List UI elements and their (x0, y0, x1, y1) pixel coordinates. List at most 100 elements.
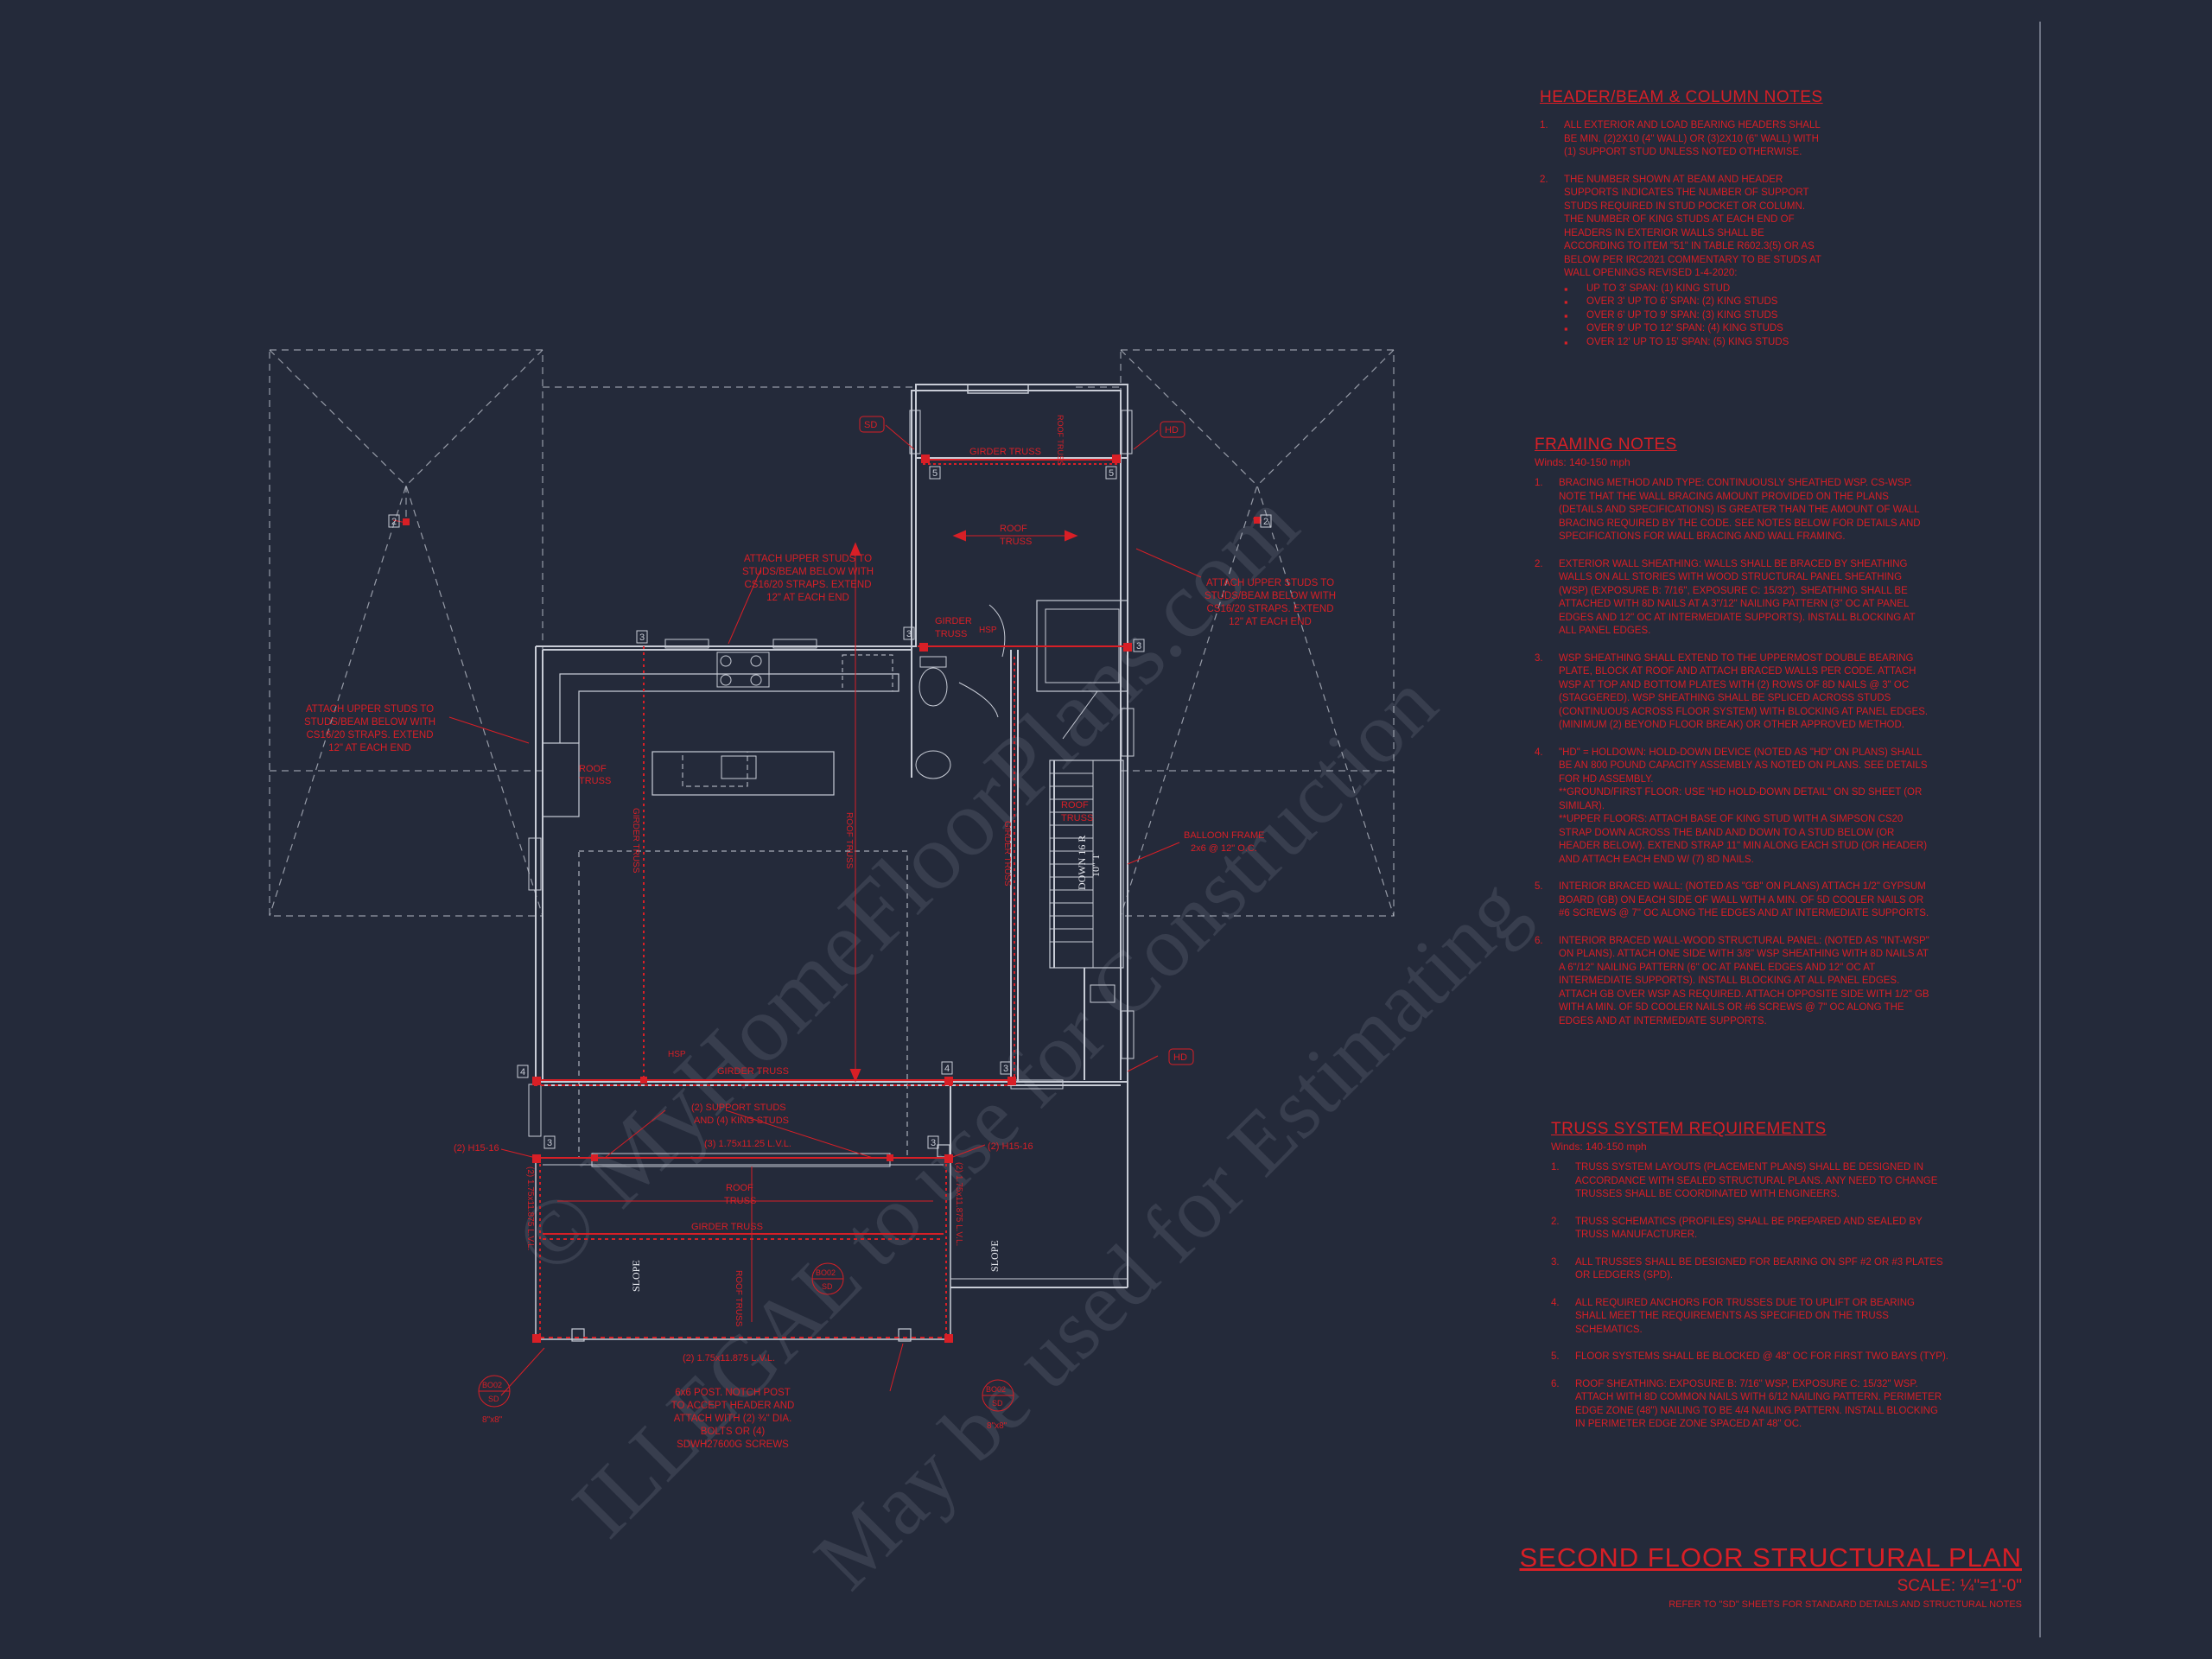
item-text: **GROUND/FIRST FLOOR: USE "HD HOLD-DOWN … (1559, 787, 1923, 811)
tag-3b: 3 (1136, 641, 1141, 652)
roof-outline (269, 349, 1395, 917)
framing-notes-list: 1. BRACING METHOD AND TYPE: CONTINUOUSLY … (1535, 477, 1932, 1028)
label-hsp-a: HSP (979, 626, 997, 635)
framing-item-3: 3. WSP SHEATHING SHALL EXTEND TO THE UPPE… (1535, 652, 1932, 733)
label-lvl-top: (3) 1.75x11.25 L.V.L. (704, 1139, 791, 1149)
plan-labels: GIRDER TRUSS ROOF TRUSS ROOF TRUSS GIRDE… (454, 415, 1265, 1431)
callout-post-line5: SDWH27600G SCREWS (677, 1440, 789, 1450)
bullet-5: OVER 12' UP TO 15' SPAN: (5) KING STUDS (1564, 336, 1825, 350)
label-roof-b: ROOF (579, 764, 607, 774)
callout-right-line1: ATTACH UPPER STUDS TO (1206, 578, 1334, 588)
label-roof-a: ROOF (1000, 524, 1027, 534)
item-text: FLOOR SYSTEMS SHALL BE BLOCKED @ 48" OC … (1575, 1351, 1948, 1362)
support-markers (403, 454, 1261, 1343)
label-girder-truss-top: GIRDER TRUSS (969, 447, 1041, 457)
header-beam-notes: HEADER/BEAM & COLUMN NOTES 1.ALL EXTERIO… (1540, 88, 1825, 349)
bullet-1: UP TO 3' SPAN: (1) KING STUD (1564, 283, 1825, 296)
callout-mid-line3: CS16/20 STRAPS. EXTEND (745, 580, 872, 590)
framing-item-1: 1. BRACING METHOD AND TYPE: CONTINUOUSLY … (1535, 477, 1932, 544)
callout-post-line1: 6x6 POST. NOTCH POST (675, 1388, 791, 1398)
framing-item-4a: **GROUND/FIRST FLOOR: USE "HD HOLD-DOWN … (1535, 786, 1932, 813)
label-girder-a: GIRDER (935, 616, 972, 626)
item-text: ALL EXTERIOR AND LOAD BEARING HEADERS SH… (1564, 120, 1821, 157)
tag-3f: 3 (931, 1138, 936, 1148)
label-truss-a: TRUSS (1000, 537, 1032, 547)
item-text: INTERIOR BRACED WALL: (NOTED AS "GB" ON … (1559, 881, 1929, 918)
label-girder-truss-right: GIRDER TRUSS (1002, 821, 1012, 887)
truss-item-2: 2. TRUSS SCHEMATICS (PROFILES) SHALL BE P… (1551, 1216, 1948, 1243)
item-text: TRUSS SYSTEM LAYOUTS (PLACEMENT PLANS) S… (1575, 1162, 1938, 1199)
label-slope-right: SLOPE (988, 1240, 1001, 1272)
header-beam-item-2: 2.THE NUMBER SHOWN AT BEAM AND HEADER SU… (1540, 174, 1825, 350)
label-truss-b: TRUSS (935, 629, 967, 639)
label-roof-truss-mid: ROOF TRUSS (844, 812, 854, 869)
item-number: 1. (1535, 478, 1543, 488)
label-hsp-b: HSP (668, 1050, 686, 1059)
support-tags: 5 5 3 3 3 4 4 3 3 3 2 2 (388, 466, 1272, 1149)
tag-5a: 5 (932, 468, 938, 479)
detail-b-bottom-mid: SD (822, 1282, 833, 1291)
tag-3c: 3 (639, 632, 645, 643)
item-number: 2. (1551, 1216, 1560, 1227)
framing-item-6: 6.INTERIOR BRACED WALL-WOOD STRUCTURAL P… (1535, 935, 1932, 1029)
label-roof-truss-porch: ROOF TRUSS (734, 1270, 743, 1327)
label-down-stair: DOWN 16 R (1076, 836, 1088, 890)
truss-item-6: 6.ROOF SHEATHING: EXPOSURE B: 7/16" WSP,… (1551, 1378, 1948, 1432)
detail-a-top-left: BO02 (482, 1381, 502, 1389)
title-block: SECOND FLOOR STRUCTURAL PLAN SCALE: ¼"=1… (1520, 1542, 2023, 1610)
callout-right-line4: 12" AT EACH END (1229, 617, 1312, 627)
framing-item-4: 4."HD" = HOLDOWN: HOLD-DOWN DEVICE (NOTE… (1535, 747, 1932, 787)
callout-left-line3: CS16/20 STRAPS. EXTEND (307, 730, 434, 741)
item-text: WSP SHEATHING SHALL EXTEND TO THE UPPERM… (1559, 652, 1929, 731)
bullet-4: OVER 9' UP TO 12' SPAN: (4) KING STUDS (1564, 322, 1825, 336)
header-beam-list: 1.ALL EXTERIOR AND LOAD BEARING HEADERS … (1540, 119, 1825, 349)
tag-2b: 2 (1263, 517, 1268, 527)
label-truss-e: TRUSS (724, 1196, 756, 1206)
tag-3e: 3 (547, 1138, 552, 1148)
hd-tag-lower: HD (1173, 1052, 1187, 1063)
item-number: 3. (1535, 652, 1543, 664)
callout-post-line4: BOLTS OR (4) (701, 1427, 766, 1437)
drawing-reference: REFER TO "SD" SHEETS FOR STANDARD DETAIL… (1669, 1599, 2022, 1610)
item-text: INTERIOR BRACED WALL-WOOD STRUCTURAL PAN… (1559, 935, 1929, 1027)
drawing-scale: SCALE: ¼"=1'-0" (1897, 1577, 2022, 1595)
framing-item-2: 2.EXTERIOR WALL SHEATHING: WALLS SHALL B… (1535, 558, 1932, 639)
label-balloon-2: 2x6 @ 12" O.C. (1191, 843, 1257, 854)
header-beam-item-1: 1.ALL EXTERIOR AND LOAD BEARING HEADERS … (1540, 119, 1825, 160)
header-beam-title: HEADER/BEAM & COLUMN NOTES (1540, 88, 1823, 106)
item-text: ALL REQUIRED ANCHORS FOR TRUSSES DUE TO … (1575, 1297, 1915, 1335)
item-text: BRACING METHOD AND TYPE: CONTINUOUSLY SH… (1559, 478, 1921, 542)
callout-right-line2: STUDS/BEAM BELOW WITH (1205, 591, 1336, 601)
callout-post-line3: ATTACH WITH (2) ¾" DIA. (674, 1414, 792, 1424)
callout-mid-line1: ATTACH UPPER STUDS TO (744, 554, 872, 564)
item-text: ALL TRUSSES SHALL BE DESIGNED FOR BEARIN… (1575, 1256, 1943, 1281)
label-8x8-left: 8"x8" (482, 1415, 503, 1425)
callout-post-line2: TO ACCEPT HEADER AND (671, 1401, 795, 1411)
item-number: 4. (1551, 1297, 1560, 1308)
tag-4a: 4 (520, 1067, 525, 1077)
detail-tags: SD HD HD BO02 SD BO02 SD BO02 SD (478, 416, 1194, 1412)
tag-4b: 4 (944, 1064, 950, 1074)
truss-notes-subtitle: Winds: 140-150 mph (1551, 1141, 1647, 1153)
label-truss-d: TRUSS (1061, 813, 1093, 823)
callout-mid-line4: 12" AT EACH END (766, 593, 849, 603)
framing-notes: FRAMING NOTES Winds: 140-150 mph 1.BRACI… (1535, 435, 1932, 1042)
label-girder-truss-left: GIRDER TRUSS (631, 808, 640, 874)
item-text: ROOF SHEATHING: EXPOSURE B: 7/16" WSP, E… (1575, 1378, 1942, 1430)
item-text: TRUSS SCHEMATICS (PROFILES) SHALL BE PRE… (1575, 1216, 1923, 1241)
detail-b-bottom-left: SD (488, 1395, 499, 1403)
label-lvl-bottom: (2) 1.75x11.875 L.V.L. (683, 1353, 775, 1363)
item-number: 3. (1551, 1256, 1560, 1268)
item-number: 2. (1540, 174, 1548, 185)
tag-2a: 2 (391, 517, 397, 527)
label-lvl-side-right: (2) 1.75x11.875 L.V.L. (954, 1162, 963, 1246)
sheet-border-line (2039, 22, 2041, 1637)
truss-item-4: 4. ALL REQUIRED ANCHORS FOR TRUSSES DUE T… (1551, 1297, 1948, 1338)
callout-left-line4: 12" AT EACH END (328, 743, 411, 753)
label-roof-truss-top: ROOF TRUSS (1056, 415, 1065, 466)
callout-right-line3: CS16/20 STRAPS. EXTEND (1207, 604, 1334, 614)
drawing-title: SECOND FLOOR STRUCTURAL PLAN (1519, 1542, 2022, 1573)
truss-notes: TRUSS SYSTEM REQUIREMENTS Winds: 140-150… (1551, 1120, 1948, 1446)
label-down-stair-2: 10" T (1090, 853, 1102, 877)
item-number: 2. (1535, 558, 1543, 569)
